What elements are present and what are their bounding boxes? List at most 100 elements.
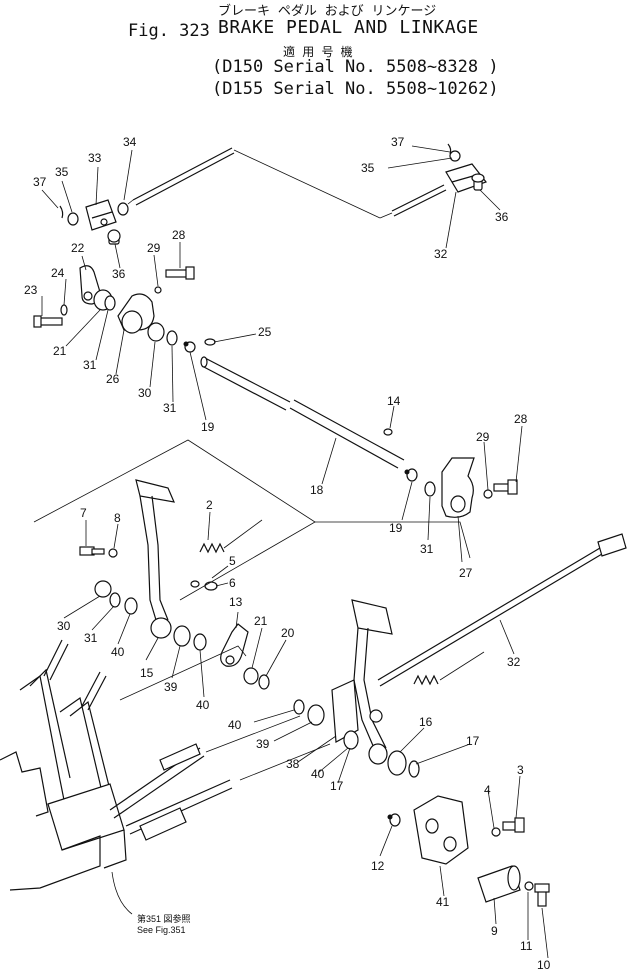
part-label: 31 <box>420 542 434 556</box>
fig351-reference-en: See Fig.351 <box>137 925 186 935</box>
part-label: 25 <box>258 325 272 339</box>
rod-leader-line <box>233 149 381 219</box>
serial-range-d150: (D150 Serial No. 5508~8328 ) <box>212 57 499 77</box>
washer-11 <box>524 881 534 891</box>
seal-31-mid <box>166 330 178 346</box>
clevis-33 <box>85 199 117 231</box>
part-label: 26 <box>106 372 120 386</box>
bushing-30 <box>147 322 165 342</box>
frame-assembly-fig351 <box>0 639 331 915</box>
part-number-labels: 37 35 33 34 22 24 23 21 31 26 36 29 28 3… <box>24 135 551 969</box>
clevis-pin-36-left <box>107 229 121 245</box>
rod-32-lower <box>377 533 627 687</box>
part-label: 28 <box>514 412 528 426</box>
part-label: 40 <box>228 718 242 732</box>
nut-8 <box>108 548 118 558</box>
part-label: 33 <box>88 151 102 165</box>
part-label: 32 <box>434 247 448 261</box>
part-label: 40 <box>311 767 325 781</box>
part-label: 31 <box>84 631 98 645</box>
part-label: 27 <box>459 566 473 580</box>
seal-40-b <box>193 633 207 651</box>
washer-29-upper <box>154 286 162 294</box>
part-label: 29 <box>147 241 161 255</box>
applicable-models-label: 適 用 号 機 <box>283 45 353 59</box>
part-label: 30 <box>57 619 71 633</box>
part-label: 41 <box>436 895 450 909</box>
washer-35-right <box>449 150 461 162</box>
washer-4 <box>491 827 501 837</box>
part-label: 36 <box>495 210 509 224</box>
bolt-3 <box>502 817 525 833</box>
seal-40-c <box>293 699 305 715</box>
seal-40-d <box>343 730 359 750</box>
serial-range-d155: (D155 Serial No. 5508~10262) <box>212 79 499 99</box>
grease-fitting-right <box>369 709 383 723</box>
part-label: 38 <box>286 757 300 771</box>
washer-34 <box>117 202 129 216</box>
part-label: 21 <box>254 614 268 628</box>
bushing-16 <box>387 750 407 776</box>
seal-31-lower <box>109 592 121 608</box>
part-label: 5 <box>229 554 236 568</box>
bracket-26 <box>117 293 155 334</box>
bolt-7 <box>79 546 105 556</box>
seal-17 <box>408 760 420 778</box>
brake-pedal-right <box>351 599 393 765</box>
part-label: 40 <box>196 698 210 712</box>
part-label: 31 <box>163 401 177 415</box>
cross-shaft-18 <box>200 356 405 469</box>
part-label: 9 <box>491 924 498 938</box>
key-14 <box>383 428 393 436</box>
upper-rod-left <box>127 147 235 206</box>
seal-31-right <box>424 481 436 497</box>
part-label: 39 <box>256 737 270 751</box>
part-label: 23 <box>24 283 38 297</box>
part-label: 19 <box>389 521 403 535</box>
spring-2-left <box>199 519 263 554</box>
part-label: 15 <box>140 666 154 680</box>
part-label: 19 <box>201 420 215 434</box>
part-label: 30 <box>138 386 152 400</box>
part-label: 36 <box>112 267 126 281</box>
part-label: 18 <box>310 483 324 497</box>
seal-40-a <box>124 597 138 615</box>
pin-6 <box>204 581 218 591</box>
figure-label: Fig. 323 <box>128 21 210 41</box>
bushing-39-left <box>173 625 191 647</box>
bracket-41 <box>413 795 469 865</box>
bolt-28-upper <box>165 266 195 280</box>
part-label: 20 <box>281 626 295 640</box>
spring-2-right <box>413 651 485 686</box>
part-label: 21 <box>53 344 67 358</box>
part-label: 37 <box>391 135 405 149</box>
part-label: 32 <box>507 655 521 669</box>
washer-29-right <box>483 489 493 499</box>
part-label: 14 <box>387 394 401 408</box>
assembly-outline-left <box>33 439 316 601</box>
title-japanese: ブレーキ ペダル および リンケージ <box>218 4 437 19</box>
part-label: 6 <box>229 576 236 590</box>
diagram-title: BRAKE PEDAL AND LINKAGE <box>218 17 479 38</box>
cotter-pin-37-right <box>447 143 452 155</box>
part-label: 31 <box>83 358 97 372</box>
upper-rod-right <box>391 184 447 217</box>
part-label: 22 <box>71 241 85 255</box>
bushing-30-lower <box>94 580 112 598</box>
part-label: 17 <box>466 734 480 748</box>
bracket-38 <box>331 679 359 743</box>
bolt-23 <box>33 315 63 328</box>
bushing-21-lower <box>243 667 259 685</box>
part-label: 16 <box>419 715 433 729</box>
bolt-10 <box>534 883 550 907</box>
part-label: 4 <box>484 783 491 797</box>
bracket-27 <box>441 457 475 518</box>
fig351-reference-jp: 第351 図参照 <box>137 913 191 924</box>
part-label: 7 <box>80 506 87 520</box>
brake-pedal-15 <box>135 479 175 639</box>
grease-fitting-19-right <box>404 468 418 482</box>
part-label: 35 <box>55 165 69 179</box>
part-label: 24 <box>51 266 65 280</box>
grease-fitting-12 <box>387 813 401 827</box>
pin-9 <box>477 865 521 903</box>
